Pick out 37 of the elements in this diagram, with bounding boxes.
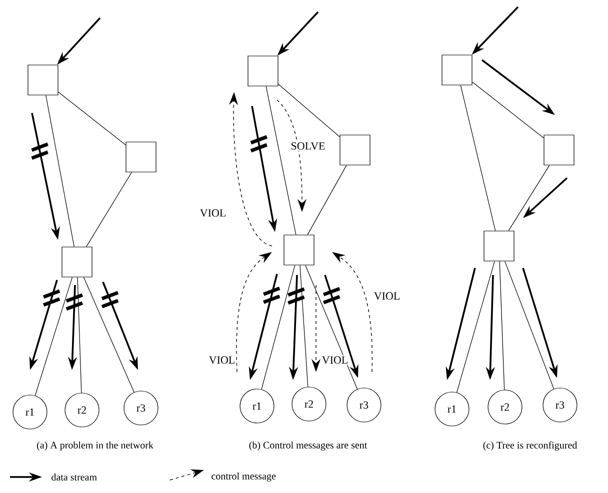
router-box bbox=[126, 142, 156, 172]
message-label: VIOL bbox=[198, 208, 228, 218]
message-label: VIOL bbox=[372, 291, 402, 301]
legend-label: data stream bbox=[52, 473, 97, 481]
caption: (a) A problem in the network bbox=[36, 441, 154, 451]
link-line bbox=[58, 92, 126, 146]
link-line bbox=[300, 265, 308, 388]
link-line bbox=[504, 261, 554, 390]
link-line bbox=[307, 165, 347, 235]
router-box bbox=[62, 246, 92, 278]
link-line bbox=[46, 95, 74, 247]
router-box bbox=[28, 64, 58, 96]
router-box bbox=[284, 234, 314, 266]
link-line bbox=[472, 82, 544, 138]
router-box bbox=[544, 134, 574, 166]
message-label: SOLVE bbox=[290, 141, 326, 151]
link-line bbox=[508, 165, 550, 231]
link-line bbox=[86, 172, 132, 247]
link-line bbox=[305, 265, 358, 390]
link-line bbox=[266, 86, 296, 235]
link-line bbox=[34, 277, 73, 396]
router-box bbox=[484, 230, 514, 262]
caption: (c) Tree is reconfigured bbox=[483, 441, 578, 451]
router-box bbox=[248, 56, 278, 86]
link-line bbox=[456, 261, 495, 393]
caption: (b) Control messages are sent bbox=[249, 441, 368, 451]
message-label: VIOL bbox=[320, 355, 350, 365]
router-box bbox=[340, 134, 370, 166]
link-line bbox=[261, 265, 296, 390]
link-line bbox=[499, 261, 505, 390]
link-line bbox=[83, 277, 134, 392]
link-line bbox=[77, 277, 82, 394]
link-line bbox=[460, 85, 496, 231]
legend-label: control message bbox=[212, 472, 276, 482]
message-label: VIOL bbox=[208, 355, 236, 365]
link-line bbox=[278, 84, 340, 138]
router-box bbox=[442, 54, 472, 86]
